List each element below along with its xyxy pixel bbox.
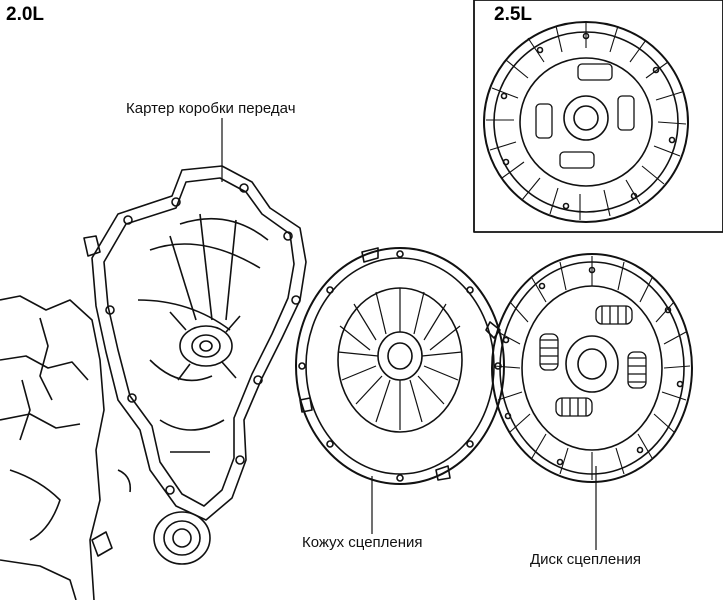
- clutch-disc-25: [483, 21, 689, 223]
- label-gearbox-housing: Картер коробки передач: [124, 100, 298, 117]
- clutch-disc-20: [491, 253, 693, 483]
- variant-label-20: 2.0L: [6, 4, 45, 25]
- variant-label-25: 2.5L: [494, 4, 533, 25]
- gearbox-housing: [0, 165, 307, 601]
- label-clutch-disc: Диск сцепления: [528, 551, 644, 568]
- label-clutch-cover: Кожух сцепления: [300, 534, 425, 551]
- clutch-cover: [295, 247, 505, 485]
